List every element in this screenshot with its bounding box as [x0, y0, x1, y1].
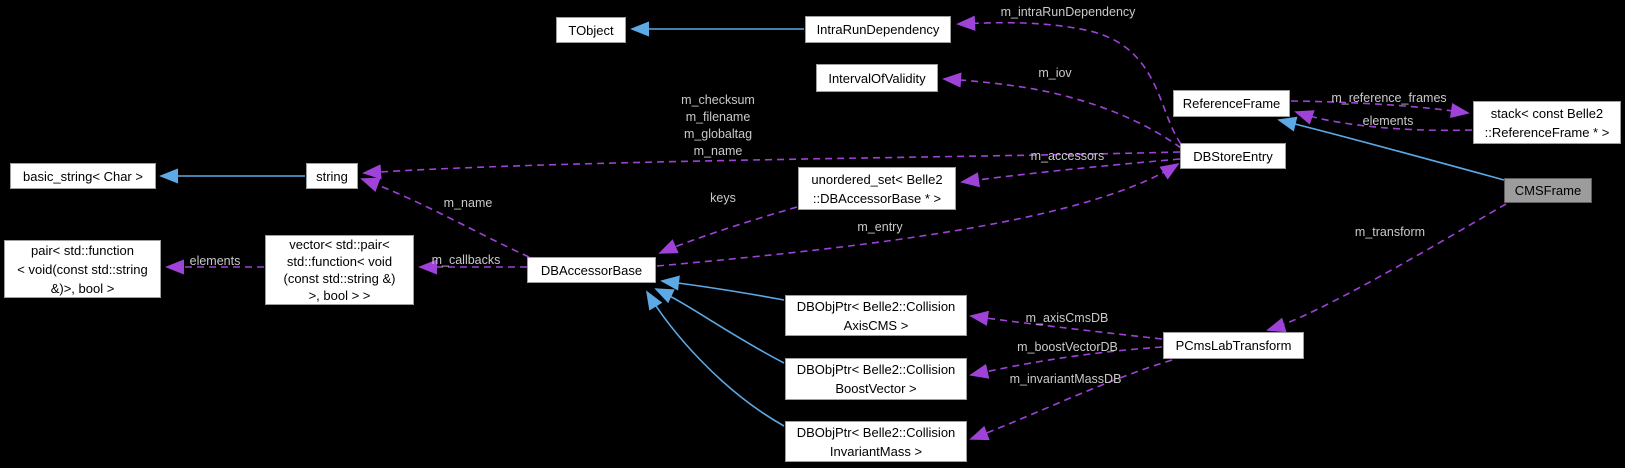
edge-inherit-dbaccessorbase-axis — [660, 275, 785, 301]
edge-label-m-name: m_name — [443, 196, 493, 210]
node-intervalofvalidity[interactable]: IntervalOfValidity — [816, 64, 938, 92]
edge-m-transform — [1266, 203, 1507, 333]
edge-m-checksum-filename-globaltag-name — [362, 151, 1181, 180]
edge-label-m-checksum-group: m_checksum m_filename m_globaltag m_name — [681, 93, 755, 158]
edge-inherit-referenceframe — [1277, 116, 1505, 181]
edge-m-entry — [656, 162, 1180, 267]
node-string[interactable]: string — [306, 163, 358, 189]
edge-m-axiscmsdb — [969, 310, 1163, 340]
edge-m-boostvectordb — [969, 346, 1163, 379]
node-cmsframe[interactable]: CMSFrame — [1504, 178, 1592, 203]
edge-m-accessors — [960, 158, 1181, 188]
edge-label-m-invariantmassdb: m_invariantMassDB — [1009, 372, 1122, 386]
node-dbaccessorbase[interactable]: DBAccessorBase — [527, 257, 656, 283]
edge-m-name — [360, 177, 530, 258]
edge-m-reference-frames — [1290, 100, 1470, 119]
edge-label-elements-right: elements — [1362, 114, 1414, 128]
node-referenceframe[interactable]: ReferenceFrame — [1173, 90, 1290, 117]
edge-label-elements-left: elements — [189, 254, 241, 268]
edge-label-m-iov: m_iov — [1038, 66, 1072, 80]
node-dbobjptr-boostvector[interactable]: DBObjPtr< Belle2::Collision BoostVector … — [785, 358, 967, 400]
edge-elements-right — [1294, 110, 1473, 132]
edge-label-m-accessors: m_accessors — [1030, 149, 1105, 163]
edge-keys — [658, 206, 798, 254]
node-vector[interactable]: vector< std::pair< std::function< void (… — [265, 235, 414, 305]
edge-label-m-intrarundependency: m_intraRunDependency — [1000, 5, 1136, 19]
edge-m-invariantmassdb — [969, 359, 1173, 441]
node-dbobjptr-axiscms[interactable]: DBObjPtr< Belle2::Collision AxisCMS > — [785, 295, 967, 336]
node-dbstoreentry[interactable]: DBStoreEntry — [1180, 143, 1286, 169]
node-dbobjptr-invariantmass[interactable]: DBObjPtr< Belle2::Collision InvariantMas… — [785, 421, 967, 462]
edge-inherit-dbaccessorbase-mass — [646, 290, 785, 427]
node-basic-string[interactable]: basic_string< Char > — [10, 163, 156, 189]
edge-label-m-entry: m_entry — [857, 220, 903, 234]
node-stack[interactable]: stack< const Belle2 ::ReferenceFrame * > — [1473, 101, 1621, 144]
edge-m-iov — [942, 72, 1182, 149]
node-pcmslabtransform[interactable]: PCmsLabTransform — [1163, 332, 1304, 359]
node-unordered-set[interactable]: unordered_set< Belle2 ::DBAccessorBase *… — [798, 167, 956, 210]
edge-label-m-transform: m_transform — [1354, 225, 1426, 239]
edge-label-m-axiscmsdb: m_axisCmsDB — [1025, 311, 1109, 325]
edge-label-m-boostvectordb: m_boostVectorDB — [1017, 340, 1118, 354]
edge-label-m-callbacks: m_callbacks — [431, 253, 501, 267]
edge-inherit-dbaccessorbase-boost — [654, 288, 785, 364]
node-tobject[interactable]: TObject — [556, 17, 626, 43]
node-intrarundependency[interactable]: IntraRunDependency — [805, 16, 951, 43]
edge-m-intrarundependency — [956, 15, 1182, 145]
edge-label-m-reference-frames: m_reference_frames — [1331, 91, 1447, 105]
node-pair[interactable]: pair< std::function < void(const std::st… — [4, 240, 161, 298]
edge-label-keys: keys — [710, 191, 736, 205]
